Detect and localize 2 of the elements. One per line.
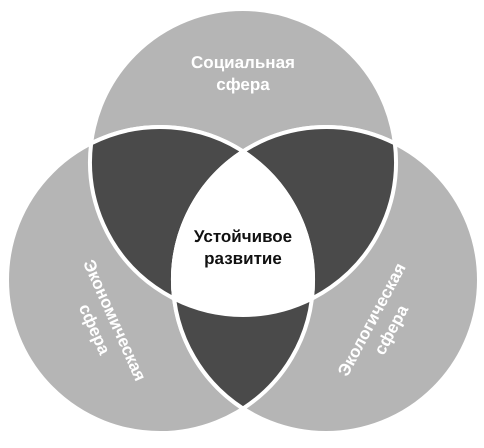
region-label: Социальная сфера [190, 52, 296, 96]
region-label: Устойчивое развитие [192, 226, 294, 270]
